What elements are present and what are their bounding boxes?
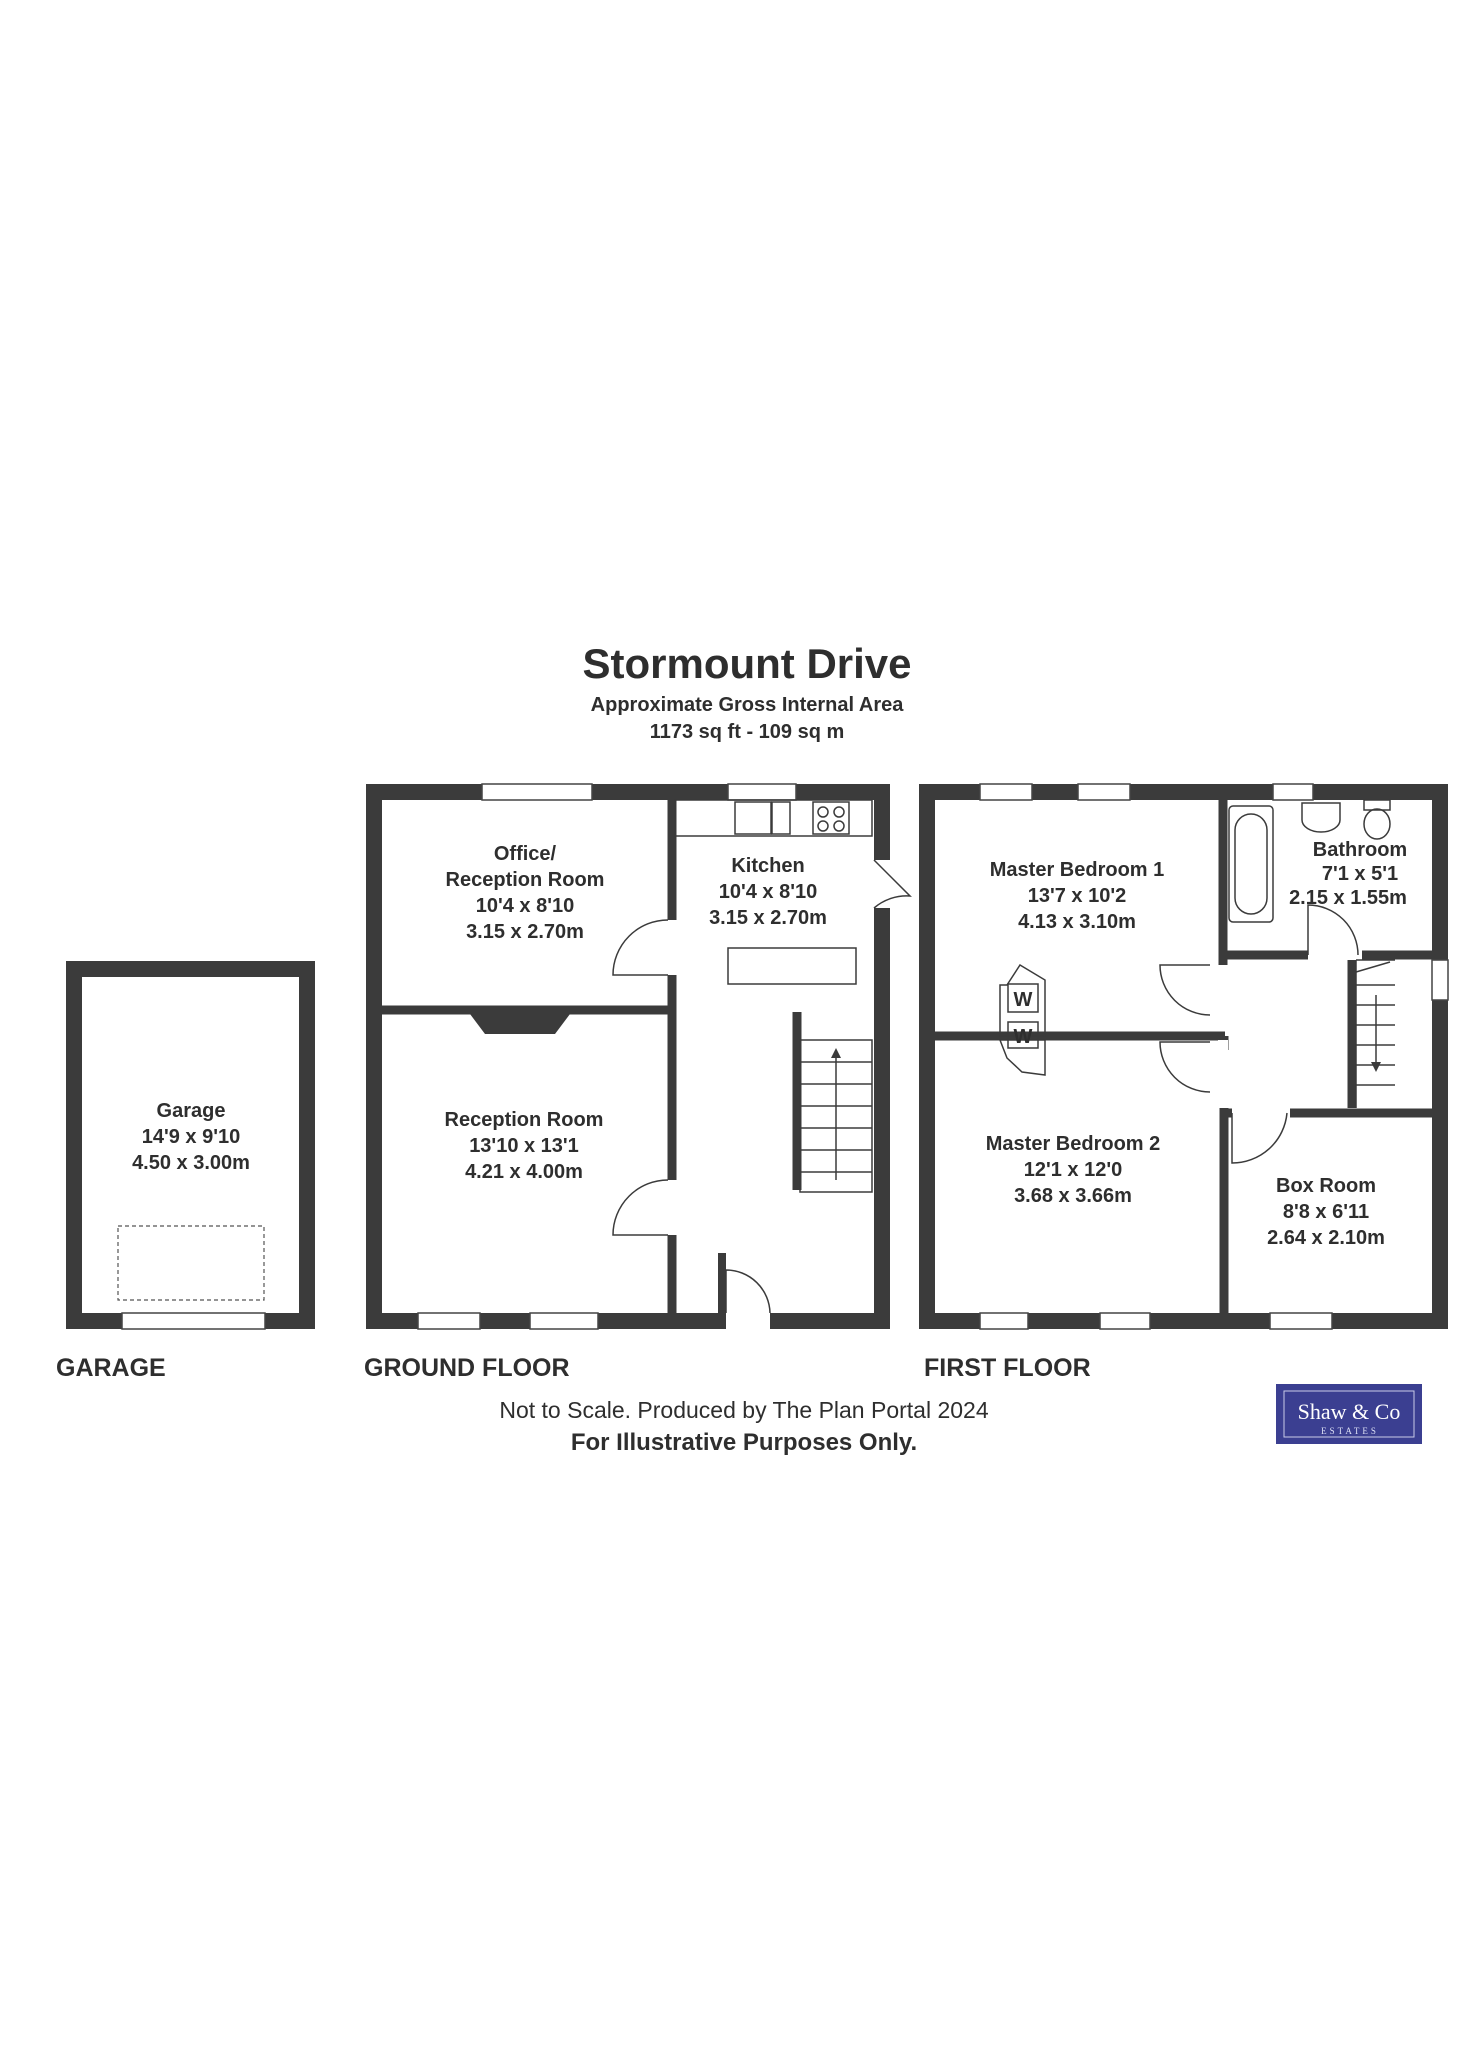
logo-subtitle: ESTATES	[1321, 1426, 1379, 1436]
bathtub-inner	[1234, 813, 1268, 915]
master2-window-left	[979, 1312, 1029, 1330]
first-staircase	[1355, 959, 1395, 1108]
bathtub	[1228, 805, 1274, 923]
kitchen-name: Kitchen	[731, 855, 804, 877]
office-door-swing	[612, 919, 669, 976]
garage-dim-metric: 4.50 x 3.00m	[132, 1152, 250, 1174]
reception-door-swing	[612, 1179, 669, 1236]
kitchen-sink	[734, 801, 772, 835]
wardrobe-mark-upper: W	[1014, 989, 1033, 1011]
master1-window-left	[979, 783, 1033, 801]
boxroom-window	[1269, 1312, 1333, 1330]
area-size: 1173 sq ft - 109 sq m	[650, 721, 845, 743]
reception-dim-imperial: 13'10 x 13'1	[469, 1135, 579, 1157]
office-name: Office/	[494, 843, 557, 865]
bathroom-window	[1272, 783, 1314, 801]
hob-ring	[817, 820, 829, 832]
master2-dim-imperial: 12'1 x 12'0	[1024, 1159, 1123, 1181]
logo-frame	[1283, 1390, 1415, 1438]
logo-name: Shaw & Co	[1298, 1399, 1401, 1424]
logo-background	[1276, 1384, 1422, 1444]
scale-note: Not to Scale. Produced by The Plan Porta…	[499, 1397, 988, 1423]
office-dim-imperial: 10'4 x 8'10	[476, 895, 575, 917]
master1-door-gap	[1218, 965, 1228, 1017]
kitchen-window	[727, 783, 797, 801]
kitchen-side-door-swing	[873, 859, 912, 909]
first-floor-plan: W W Master Bedroom 1 13'7 x 10'2 4.13 x	[919, 783, 1449, 1330]
hob-ring	[833, 806, 845, 818]
kitchen-dim-metric: 3.15 x 2.70m	[709, 907, 827, 929]
reception-window-right	[529, 1312, 599, 1330]
wardrobes: W W	[998, 963, 1046, 1076]
garage-dim-imperial: 14'9 x 9'10	[142, 1126, 241, 1148]
bathroom-name: Bathroom	[1313, 839, 1407, 861]
illustrative-note: For Illustrative Purposes Only.	[571, 1429, 917, 1456]
garage-floor-label: GARAGE	[56, 1354, 166, 1382]
boxroom-name: Box Room	[1276, 1175, 1376, 1197]
ground-outer-wall	[366, 784, 890, 1329]
plan-title: Stormount Drive	[582, 640, 911, 687]
garage-roof-hatch	[117, 1225, 265, 1301]
front-door-swing	[725, 1269, 771, 1314]
master1-name: Master Bedroom 1	[990, 859, 1165, 881]
bathroom-dim-metric: 2.15 x 1.55m	[1289, 887, 1407, 909]
kitchen-peninsula	[727, 947, 857, 985]
first-floor-label: FIRST FLOOR	[924, 1354, 1091, 1382]
toilet-cistern	[1363, 799, 1391, 811]
landing-window	[1431, 959, 1449, 1001]
reception-dim-metric: 4.21 x 4.00m	[465, 1161, 583, 1183]
kitchen-hob	[812, 801, 850, 835]
bathroom-dim-imperial: 7'1 x 5'1	[1322, 863, 1398, 885]
master2-name: Master Bedroom 2	[986, 1133, 1161, 1155]
master1-dim-imperial: 13'7 x 10'2	[1028, 885, 1127, 907]
master2-dim-metric: 3.68 x 3.66m	[1014, 1185, 1132, 1207]
master2-door-gap	[1218, 1040, 1228, 1100]
garage-name: Garage	[157, 1100, 226, 1122]
garage-door-opening	[121, 1312, 266, 1330]
master2-door-swing	[1159, 1041, 1211, 1093]
ground-floor-label: GROUND FLOOR	[364, 1354, 570, 1382]
bathroom-door-swing	[1307, 904, 1359, 956]
ground-floor-plan: Office/ Reception Room 10'4 x 8'10 3.15 …	[366, 783, 912, 1330]
area-label: Approximate Gross Internal Area	[591, 694, 905, 716]
hob-ring	[817, 806, 829, 818]
kitchen-sink-drainer	[771, 801, 791, 835]
ground-wall-stub	[718, 1253, 726, 1313]
reception-name: Reception Room	[445, 1109, 604, 1131]
office-name-2: Reception Room	[446, 869, 605, 891]
agent-logo: Shaw & Co ESTATES	[1276, 1384, 1422, 1444]
ground-staircase	[799, 1039, 873, 1193]
boxroom-door-swing	[1231, 1112, 1288, 1164]
master1-window-right	[1077, 783, 1131, 801]
toilet-bowl	[1363, 808, 1391, 840]
office-window	[481, 783, 593, 801]
fireplace	[470, 1014, 570, 1034]
master1-door-swing	[1159, 964, 1211, 1016]
reception-window-left	[417, 1312, 481, 1330]
kitchen-counter	[674, 799, 873, 837]
first-outer-wall	[919, 784, 1448, 1329]
kitchen-dim-imperial: 10'4 x 8'10	[719, 881, 818, 903]
front-door-gap	[726, 1312, 770, 1330]
garage-plan: Garage 14'9 x 9'10 4.50 x 3.00m	[66, 961, 315, 1330]
hob-ring	[833, 820, 845, 832]
office-dim-metric: 3.15 x 2.70m	[466, 921, 584, 943]
boxroom-dim-imperial: 8'8 x 6'11	[1283, 1201, 1369, 1223]
master1-dim-metric: 4.13 x 3.10m	[1018, 911, 1136, 933]
master2-window-right	[1099, 1312, 1151, 1330]
basin	[1301, 802, 1341, 833]
wardrobe-mark-lower: W	[1014, 1026, 1033, 1048]
boxroom-dim-metric: 2.64 x 2.10m	[1267, 1227, 1385, 1249]
